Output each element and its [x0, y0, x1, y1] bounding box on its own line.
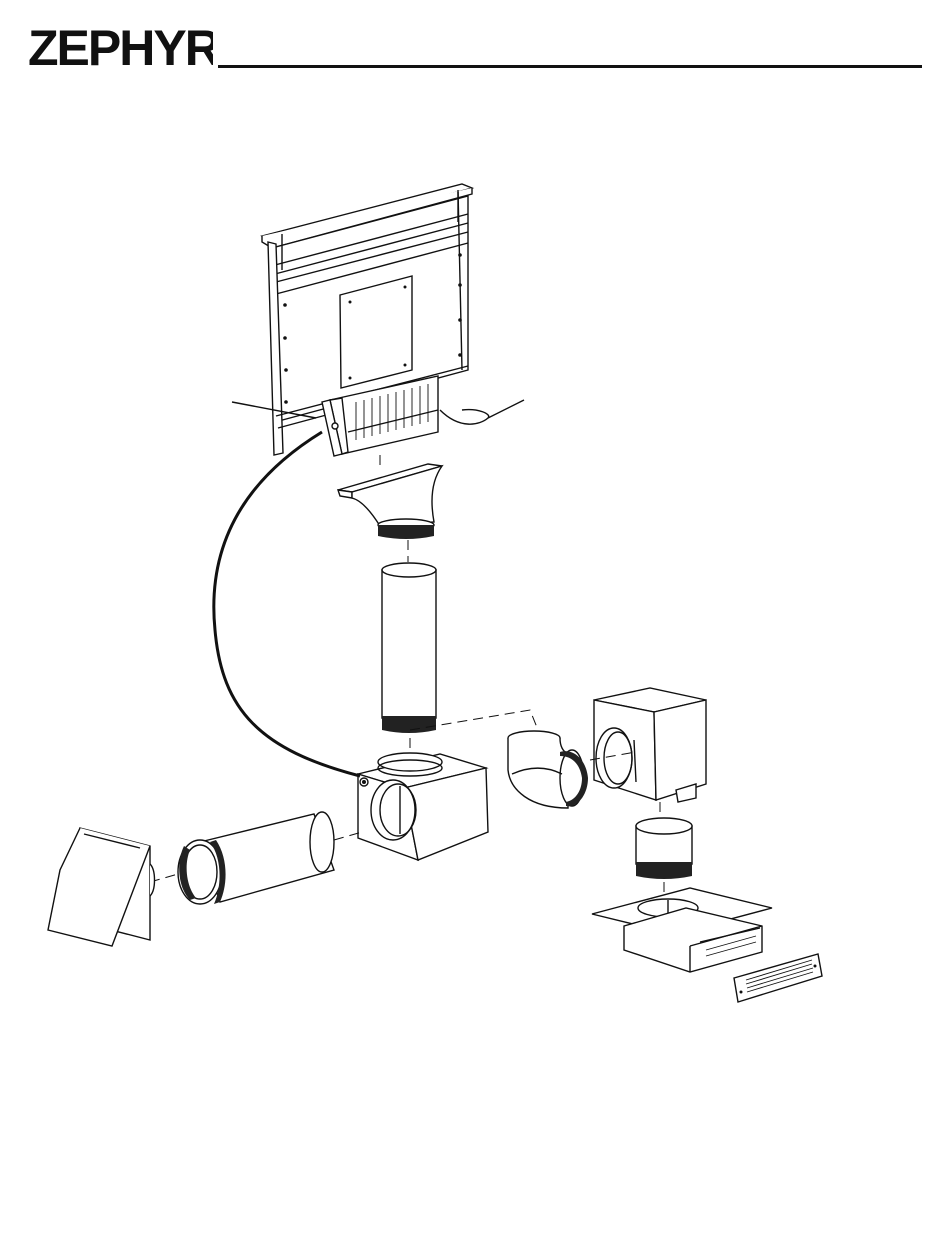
toe-kick-plenum [592, 888, 772, 972]
header-rule [218, 65, 922, 68]
round-duct-short [636, 818, 692, 879]
round-duct [382, 563, 436, 733]
long-duct [178, 812, 334, 904]
power-cord [214, 432, 360, 776]
transition-box [594, 688, 706, 802]
transition-duct [338, 464, 442, 539]
toe-kick-grille [734, 954, 822, 1002]
exploded-view-drawing [0, 170, 950, 1030]
callout-leader-right [488, 400, 524, 418]
duct-tee-box [358, 753, 488, 860]
installation-diagram [0, 170, 950, 1030]
brand-wordmark: ZEPHYR [28, 22, 213, 70]
page-header: ZEPHYR [0, 0, 950, 110]
zephyr-logo: ZEPHYR [28, 22, 213, 75]
elbow [508, 731, 588, 808]
wall-cap [48, 828, 155, 946]
